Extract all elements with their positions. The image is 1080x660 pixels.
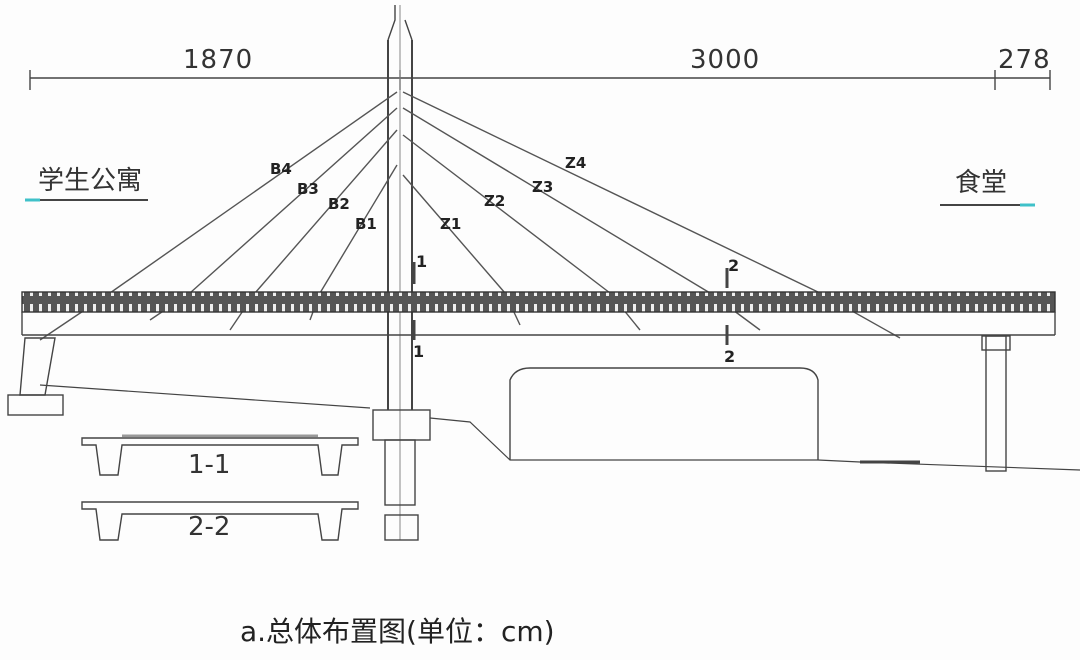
cable-label-z3: Z3 xyxy=(532,178,554,196)
section-2-2 xyxy=(81,501,359,541)
place-label-canteen: 食堂 xyxy=(955,168,1008,198)
cable-label-z2: Z2 xyxy=(484,192,506,210)
section-mark-1-bottom: 1 xyxy=(413,342,425,361)
left-abutment xyxy=(19,337,56,396)
cable-label-b4: B4 xyxy=(270,160,292,178)
section-mark-1-top: 1 xyxy=(416,252,428,271)
cable-label-b3: B3 xyxy=(297,180,319,198)
dimension-main-span: 3000 xyxy=(690,45,761,75)
pylon xyxy=(387,5,413,540)
right-pier xyxy=(985,335,1007,472)
dimension-right-end: 278 xyxy=(998,45,1051,75)
section-label-2-2: 2-2 xyxy=(188,512,231,542)
pylon-foundation xyxy=(372,409,431,441)
bridge-deck xyxy=(21,291,1056,313)
cable-label-b1: B1 xyxy=(355,215,377,233)
cable-label-z4: Z4 xyxy=(565,154,587,172)
section-1-1 xyxy=(81,434,359,476)
cable-label-b2: B2 xyxy=(328,195,350,213)
section-mark-2-bottom: 2 xyxy=(724,347,736,366)
figure-caption: a.总体布置图(单位：cm) xyxy=(240,615,555,648)
section-mark-2-top: 2 xyxy=(728,256,740,275)
back-cables xyxy=(39,91,398,341)
place-label-dormitory: 学生公寓 xyxy=(38,166,143,196)
canteen-building xyxy=(509,367,819,460)
cable-label-z1: Z1 xyxy=(440,215,462,233)
dimension-left-span: 1870 xyxy=(183,45,254,75)
section-label-1-1: 1-1 xyxy=(188,450,231,480)
